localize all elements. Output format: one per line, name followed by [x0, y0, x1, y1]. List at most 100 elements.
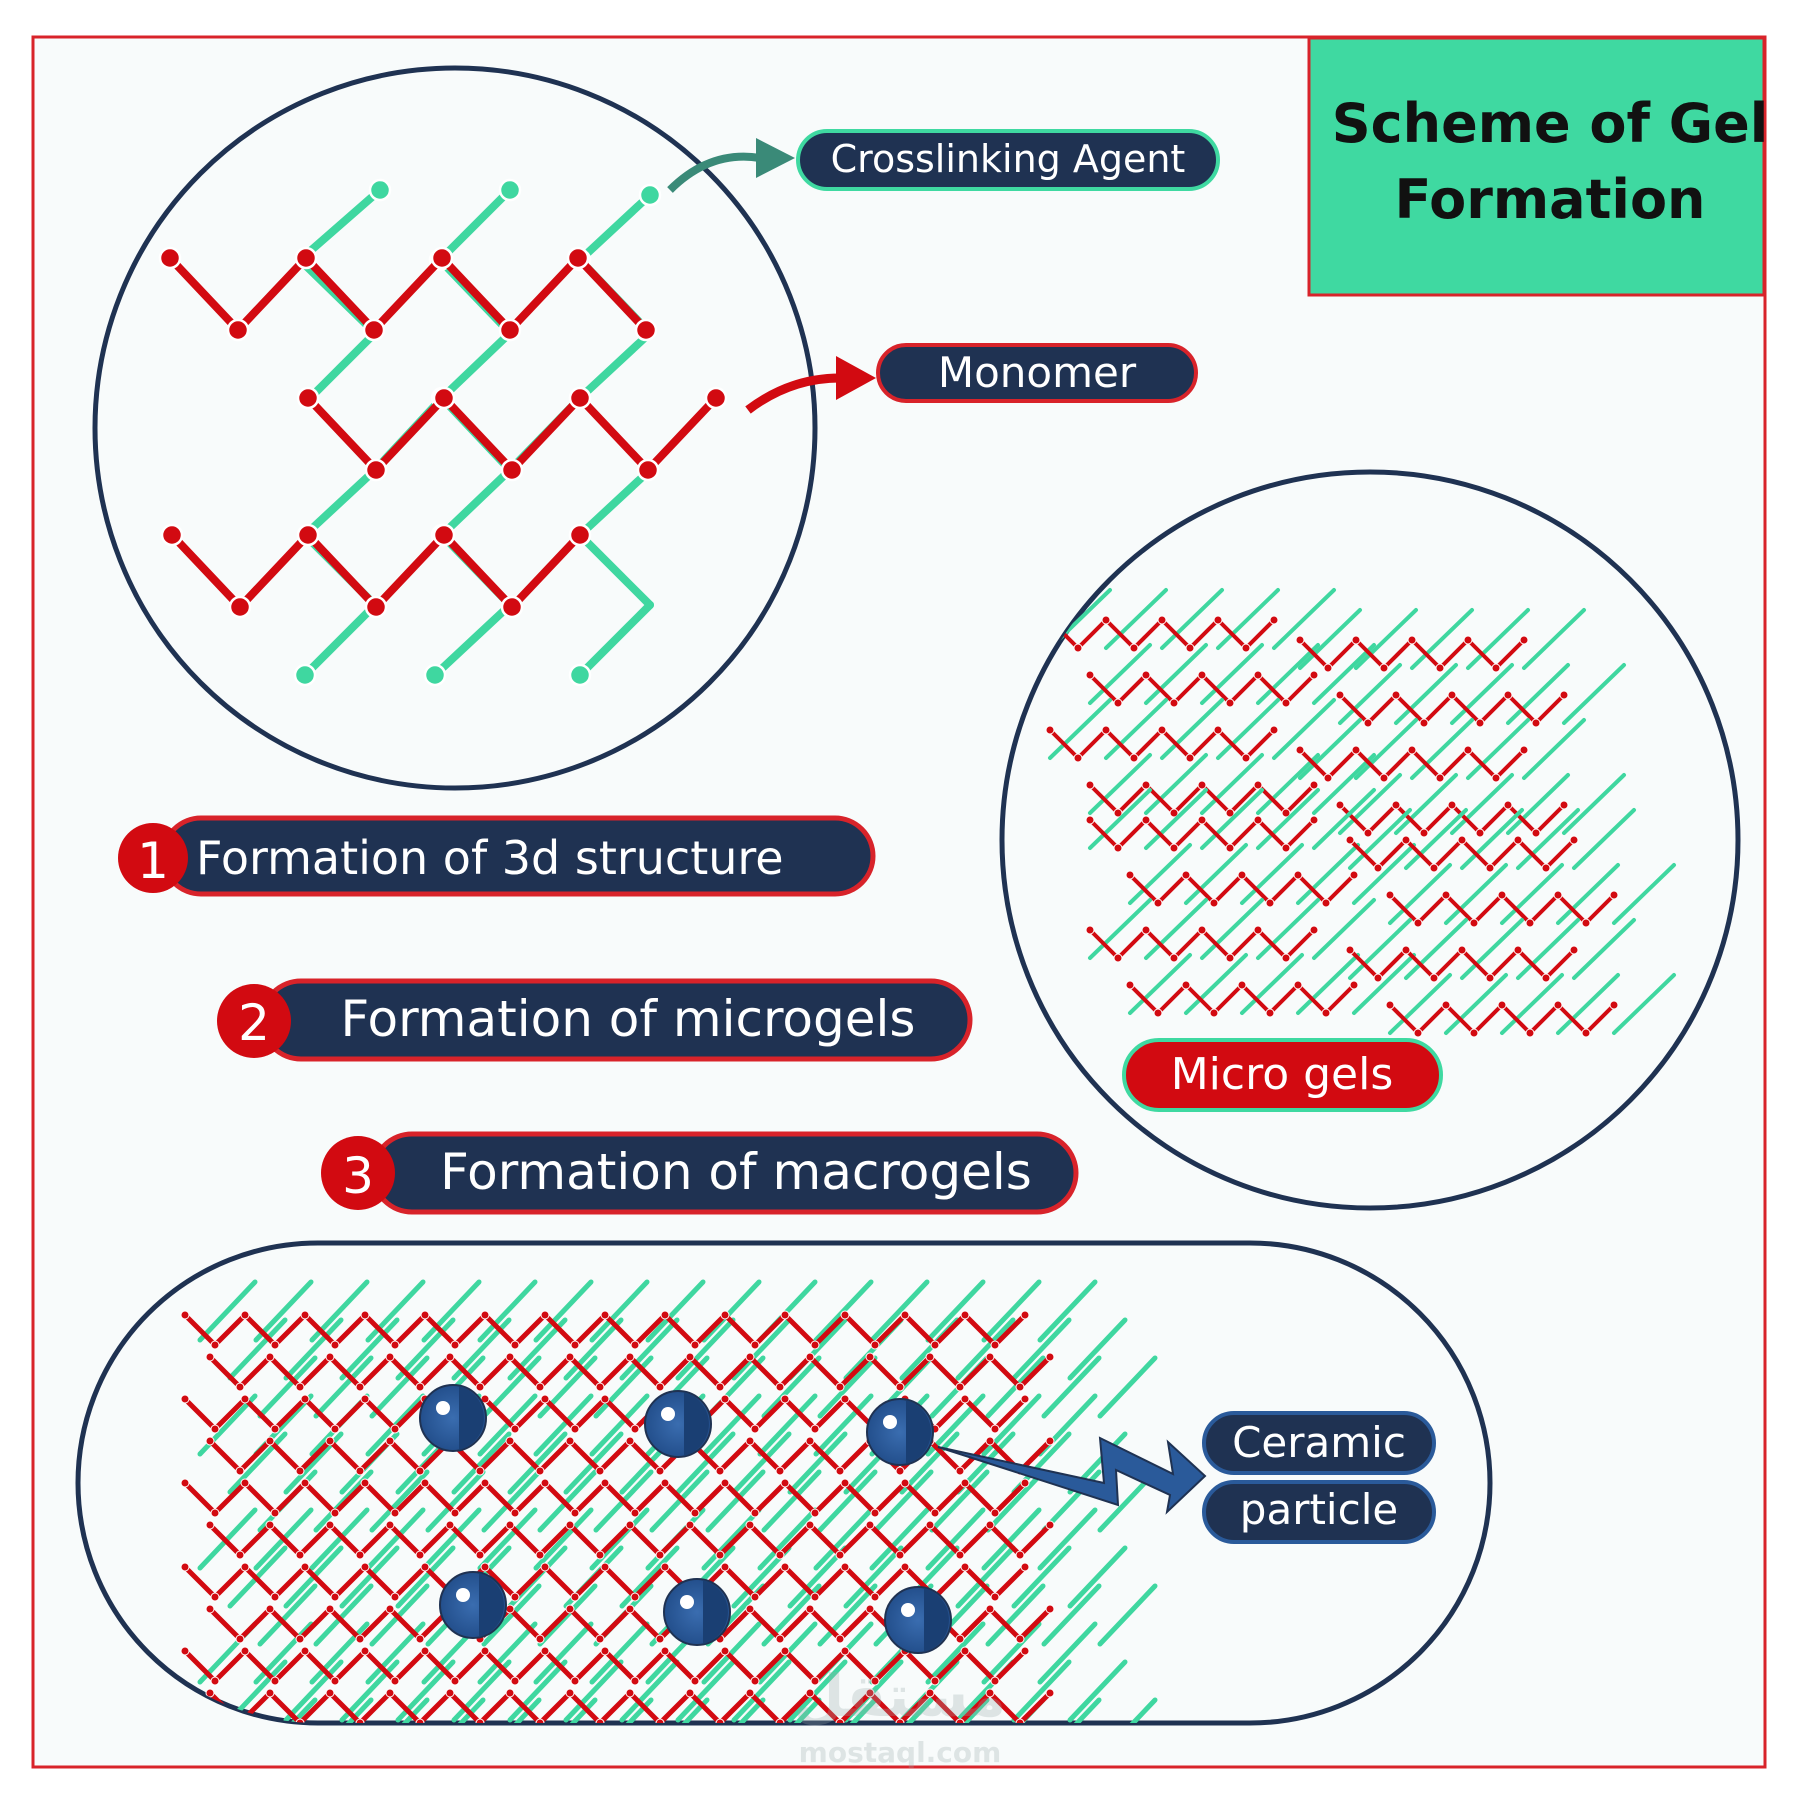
monomer-bond	[1472, 893, 1504, 925]
monomer-bond	[512, 1480, 548, 1516]
crosslinker-bond	[1572, 808, 1636, 870]
monomer-bond	[357, 1690, 393, 1723]
monomer-node	[500, 458, 524, 482]
monomer-node	[704, 386, 728, 410]
monomer-node	[625, 1436, 635, 1446]
crosslinker-bond	[1184, 953, 1248, 1015]
microgels-circle-outline	[999, 469, 1741, 1211]
monomer-bond	[962, 1312, 998, 1348]
monomer-bond	[992, 1564, 1028, 1600]
monomer-bond	[1376, 948, 1408, 980]
monomer-node	[1609, 1000, 1619, 1010]
ceramic-particle-highlight	[883, 1415, 897, 1429]
monomer-pill	[876, 343, 1198, 403]
monomer-bond	[962, 1648, 998, 1684]
monomer-node	[360, 1478, 370, 1488]
crosslinking-agent-pill	[796, 129, 1220, 191]
crosslinker-bond	[955, 1317, 1016, 1381]
monomer-bond	[537, 1606, 573, 1642]
monomer-bond	[537, 1522, 573, 1558]
monomer-bond	[512, 1564, 548, 1600]
monomer-bond	[1466, 638, 1498, 670]
crosslinker-bond	[533, 1621, 594, 1685]
monomer-node	[780, 1394, 790, 1404]
crosslinker-bond	[1298, 718, 1362, 780]
monomer-node	[1045, 1520, 1055, 1530]
monomer-node	[1553, 1000, 1563, 1010]
monomer-node	[1281, 843, 1291, 853]
monomer-node	[540, 1478, 550, 1488]
monomer-bond	[1172, 673, 1204, 705]
monomer-node	[1457, 945, 1467, 955]
monomer-bond	[182, 1480, 218, 1516]
monomer-node	[1391, 800, 1401, 810]
monomer-node	[1169, 698, 1179, 708]
monomer-bond	[777, 1438, 813, 1474]
monomer-bond	[1450, 693, 1482, 725]
monomer-node	[1101, 725, 1111, 735]
step-3-badge	[321, 1136, 395, 1210]
monomer-bond	[417, 1690, 453, 1723]
crosslinker-bond	[701, 1621, 762, 1685]
monomer-bond	[597, 1606, 633, 1642]
monomer-node	[205, 1352, 215, 1362]
monomer-node	[180, 1562, 190, 1572]
crosslinker-bond	[1011, 1545, 1072, 1609]
monomer-bond	[1354, 748, 1386, 780]
monomer-bond	[1228, 673, 1260, 705]
monomer-bond	[1088, 673, 1120, 705]
monomer-bond	[1156, 983, 1188, 1015]
monomer-bond	[927, 1690, 963, 1723]
crosslinker-bond	[477, 1621, 538, 1685]
monomer-bond	[567, 1522, 603, 1558]
monomer-bond	[507, 1354, 543, 1390]
crosslinker-bond	[1097, 1583, 1158, 1647]
monomer-bond	[687, 1690, 723, 1723]
monomer-node	[1141, 670, 1151, 680]
monomer-bond	[1404, 948, 1436, 980]
monomer-bond	[1432, 948, 1464, 980]
monomer-bond	[1478, 803, 1510, 835]
monomer-bond	[837, 1354, 873, 1390]
monomer-bond	[302, 254, 378, 334]
monomer-bond	[722, 1480, 758, 1516]
monomer-node	[870, 1676, 880, 1686]
monomer-node	[1085, 780, 1095, 790]
crosslinker-bond	[576, 329, 654, 402]
monomer-node	[1015, 1718, 1025, 1723]
crosslinker-bond	[1388, 863, 1452, 925]
monomer-bond	[542, 1480, 578, 1516]
monomer-bond	[1104, 728, 1136, 760]
crosslinker-bond	[1444, 973, 1508, 1035]
monomer-node	[385, 1436, 395, 1446]
monomer-bond	[1422, 693, 1454, 725]
monomer-node	[595, 1550, 605, 1560]
monomer-bond	[897, 1690, 933, 1723]
monomer-bond	[1256, 818, 1288, 850]
monomer-node	[595, 1634, 605, 1644]
monomer-bond	[392, 1480, 428, 1516]
monomer-bond	[1116, 928, 1148, 960]
monomer-bond	[212, 1312, 248, 1348]
monomer-bond	[987, 1522, 1023, 1558]
monomer-bond	[837, 1438, 873, 1474]
monomer-node	[445, 1352, 455, 1362]
monomer-node	[390, 1508, 400, 1518]
crosslinker-bond	[925, 1621, 986, 1685]
monomer-node	[810, 1424, 820, 1434]
monomer-bond	[387, 1606, 423, 1642]
monomer-bond	[1268, 983, 1300, 1015]
crosslinker-bond	[1200, 898, 1264, 960]
monomer-bond	[1500, 893, 1532, 925]
step-2-badge	[217, 984, 291, 1058]
monomer-node	[510, 1340, 520, 1350]
crosslinker-bond	[1272, 698, 1336, 760]
network-3d	[158, 178, 728, 687]
monomer-bond	[1556, 1003, 1588, 1035]
ceramic-particle-shade	[924, 1588, 949, 1652]
monomer-node	[540, 1562, 550, 1572]
monomer-node	[355, 1382, 365, 1392]
monomer-bond	[362, 1480, 398, 1516]
monomer-bond	[1017, 1690, 1053, 1723]
monomer-node	[235, 1382, 245, 1392]
